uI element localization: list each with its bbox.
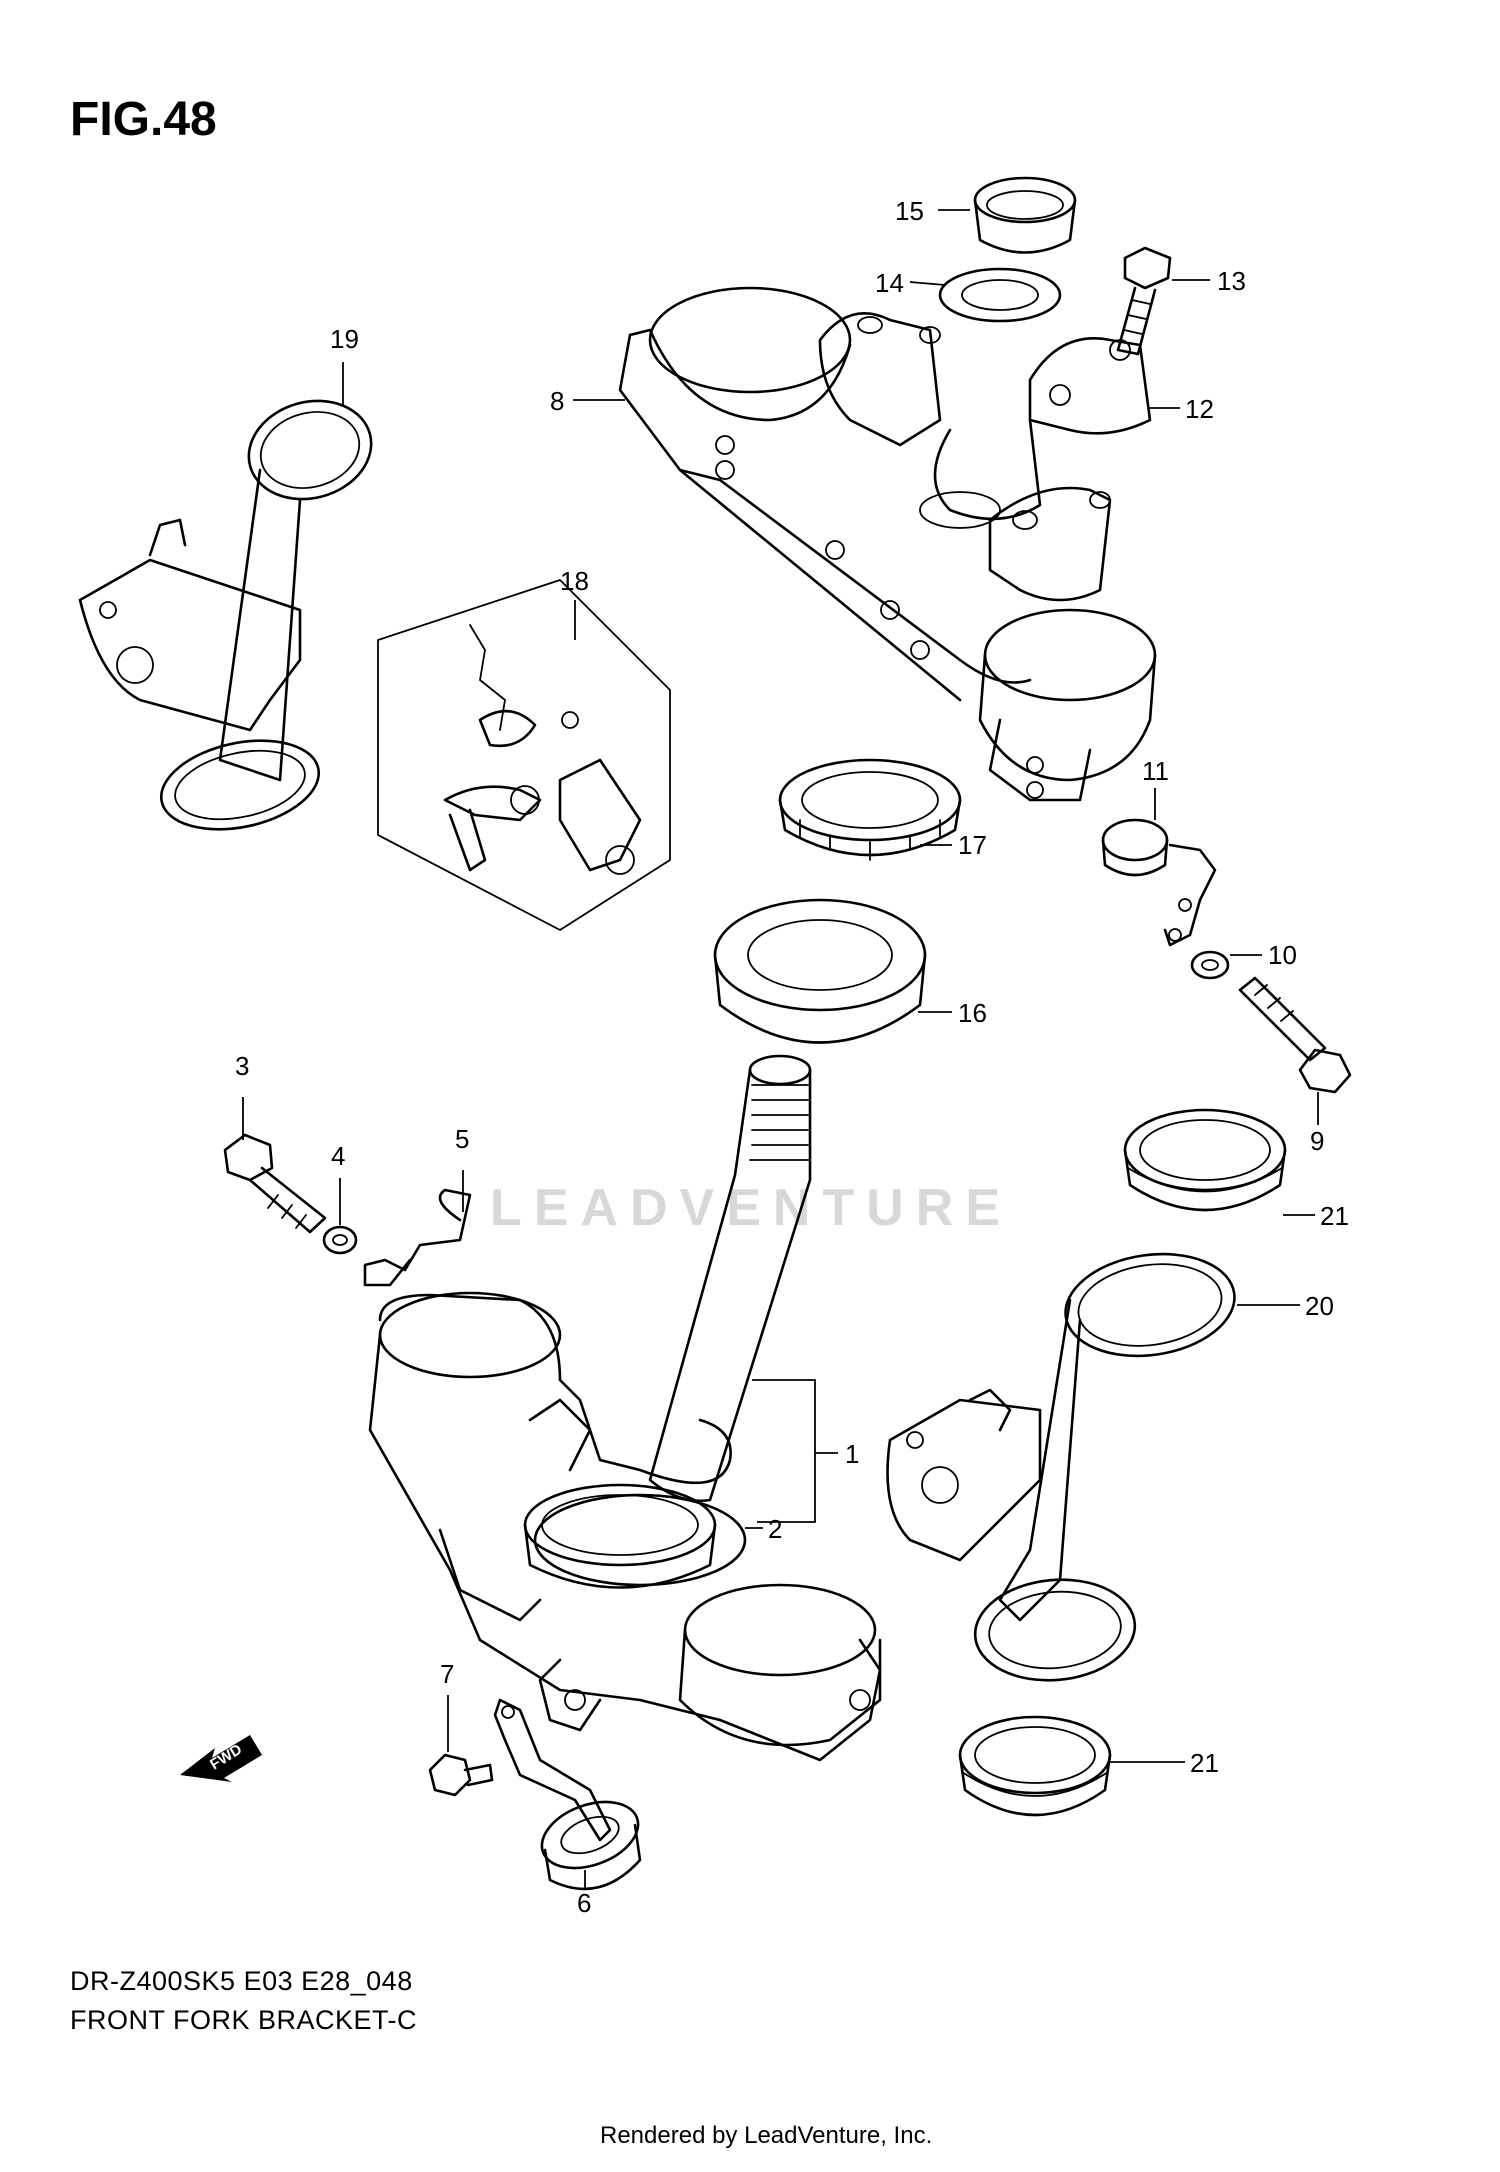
- callout-13: 13: [1217, 266, 1246, 296]
- callout-7: 7: [440, 1659, 454, 1689]
- fwd-arrow-icon: FWD: [180, 1735, 262, 1782]
- callout-12: 12: [1185, 394, 1214, 424]
- callout-9: 9: [1310, 1126, 1324, 1156]
- callout-18: 18: [560, 566, 589, 596]
- part-1-steering-stem: [368, 1054, 882, 1762]
- callout-6: 6: [577, 1888, 591, 1918]
- leadventure-watermark: LEADVENTURE: [490, 1179, 1013, 1237]
- part-16-bearing: [713, 898, 927, 1044]
- part-20-meter-bracket: [886, 1252, 1236, 1682]
- callout-8: 8: [550, 386, 564, 416]
- part-4-washer: [322, 1225, 358, 1255]
- part-14-seal: [938, 267, 1062, 323]
- part-12-clamp: [1028, 337, 1152, 435]
- callout-21-upper: 21: [1320, 1201, 1349, 1231]
- part-17-nut: [778, 758, 962, 861]
- part-8-upper-bracket: [618, 286, 1157, 802]
- callout-10: 10: [1268, 940, 1297, 970]
- callout-11: 11: [1142, 756, 1169, 786]
- part-7-bolt: [428, 1698, 612, 1842]
- callout-5: 5: [455, 1124, 469, 1154]
- part-18-key-set: [377, 579, 671, 931]
- part-2-dust-seal: [533, 1493, 747, 1587]
- callout-14: 14: [875, 268, 904, 298]
- callout-19: 19: [330, 324, 359, 354]
- callout-numbers: 15 14 13 12 8 19 18 11 17 10 16 9 21 20 …: [235, 196, 1349, 1918]
- callout-2: 2: [768, 1514, 782, 1544]
- model-code: DR-Z400SK5 E03 E28_048: [70, 1966, 413, 1996]
- part-15-cap: [973, 176, 1077, 254]
- callout-15: 15: [895, 196, 924, 226]
- part-6-grommet: [540, 1800, 642, 1891]
- rendered-by-credit: Rendered by LeadVenture, Inc.: [600, 2122, 933, 2149]
- callout-17: 17: [958, 830, 987, 860]
- callout-20: 20: [1305, 1291, 1334, 1321]
- part-9-bolt: [1238, 976, 1352, 1094]
- callout-4: 4: [331, 1141, 345, 1171]
- part-10-washer: [1190, 950, 1230, 980]
- callout-1: 1: [845, 1439, 859, 1469]
- part-21-seal-upper: [1123, 1108, 1287, 1212]
- part-13-bolt: [1116, 246, 1172, 356]
- part-3-bolt: [223, 1133, 327, 1234]
- part-19-meter-bracket: [78, 399, 373, 831]
- part-5-clip: [363, 1188, 472, 1287]
- callout-21-lower: 21: [1190, 1748, 1219, 1778]
- leader-lines: [242, 209, 1319, 1890]
- figure-title: FIG.48: [70, 93, 217, 146]
- figure-name: FRONT FORK BRACKET-C: [70, 2005, 418, 2035]
- part-21-seal-lower: [958, 1715, 1112, 1817]
- callout-16: 16: [958, 998, 987, 1028]
- part-11-cap-clamp: [1101, 818, 1217, 947]
- callout-3: 3: [235, 1051, 249, 1081]
